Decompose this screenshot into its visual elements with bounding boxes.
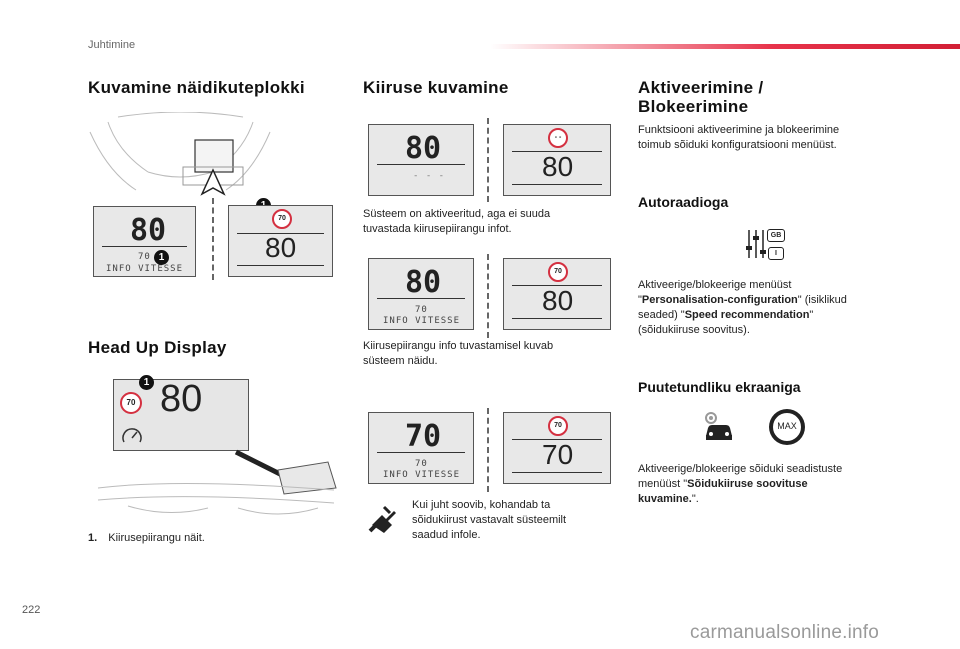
info-label: INFO VITESSE	[383, 470, 461, 480]
limit-value: 70	[415, 305, 428, 315]
page-number: 222	[22, 604, 41, 616]
heading-activation: Aktiveerimine / Blokeerimine	[638, 78, 764, 116]
dashboard-illustration	[89, 112, 271, 191]
max-speed-icon: MAX	[769, 409, 805, 445]
callout-badge: 1	[154, 250, 169, 265]
section-label: Juhtimine	[88, 39, 136, 51]
display-line	[102, 246, 187, 247]
speed-value: 80	[405, 265, 442, 300]
speed-limit-sign: 70	[120, 392, 142, 414]
callout-badge: 1	[139, 375, 154, 390]
windshield-illustration	[97, 449, 337, 515]
footnote-text: Kiirusepiirangu näit.	[108, 532, 205, 544]
display-row1-right: - - 80	[503, 124, 611, 196]
arrow-up-icon	[200, 168, 226, 196]
text-part: " (isiklikud seaded) "	[638, 294, 847, 321]
display-row1-left: 80 - - -	[368, 124, 474, 196]
text-touchscreen-instructions: Aktiveerige/blokeerige sõiduki seadistus…	[638, 462, 870, 507]
menu-name: Personalisation-configuration	[641, 294, 798, 306]
option-name: Speed recommendation	[684, 309, 810, 321]
text-part: Aktiveerige/blokeerige sõiduki seadistus…	[638, 463, 843, 490]
text-radio-instructions: Aktiveerige/blokeerige menüüst "Personal…	[638, 278, 876, 338]
info-label: INFO VITESSE	[106, 264, 184, 274]
dashed-divider	[487, 254, 489, 338]
limit-value: 70	[138, 252, 151, 262]
limit-value: 70	[415, 459, 428, 469]
footnote: 1. Kiirusepiirangu näit.	[88, 531, 205, 546]
display-line	[377, 298, 465, 299]
display-row3-right: 70 70	[503, 412, 611, 484]
menu-name: Sõidukiiruse soovituse kuvamine.	[638, 478, 808, 505]
dashes: - - -	[413, 171, 446, 181]
dashed-divider	[487, 408, 489, 492]
text-limit-detected: Kiirusepiirangu info tuvastamisel kuvab …	[363, 340, 554, 367]
text-driver-adjusts: Kui juht soovib, kohandab ta sõidukiirus…	[412, 499, 567, 541]
speed-value: 80	[265, 232, 297, 263]
display-line	[377, 452, 465, 453]
heading-speed-display: Kiiruse kuvamine	[363, 78, 509, 97]
display-line	[512, 184, 602, 185]
info-label: INFO VITESSE	[383, 316, 461, 326]
display-row2-left: 80 70 INFO VITESSE	[368, 258, 474, 330]
i-label: I	[768, 247, 784, 260]
cluster-display: 80 70 INFO VITESSE	[93, 206, 196, 277]
speed-value: 80	[542, 285, 574, 316]
radio-settings-icon: GB I	[745, 228, 785, 260]
speedometer-icon	[122, 428, 142, 443]
cluster-display-2: 70 80	[228, 205, 333, 277]
sliders-icon	[746, 230, 766, 258]
gb-label: GB	[767, 229, 785, 242]
text-intro: Funktsiooni aktiveerimine ja blokeerimin…	[638, 124, 840, 151]
display-line	[237, 265, 324, 266]
display-line	[512, 151, 602, 152]
heading-touchscreen: Puutetundliku ekraaniga	[638, 379, 801, 395]
display-line	[237, 233, 324, 234]
speed-value: 70	[542, 439, 574, 470]
text-system-active: Süsteem on aktiveeritud, aga ei suuda tu…	[363, 208, 551, 235]
speed-value: 80	[542, 151, 574, 182]
text-part: Aktiveerige/blokeerige menüüst "	[638, 279, 792, 306]
text-part: ".	[691, 493, 699, 505]
speed-value: 80	[160, 378, 203, 420]
speed-limit-sign: 70	[272, 209, 292, 229]
display-line	[377, 164, 465, 165]
car-settings-icon	[705, 412, 732, 440]
speed-limit-sign: 70	[548, 416, 568, 436]
text-part: " (sõidukiiruse soovitus).	[638, 309, 814, 336]
display-line	[512, 285, 602, 286]
speed-value: 70	[405, 419, 442, 454]
footnote-number: 1.	[88, 532, 98, 544]
max-label: MAX	[772, 412, 802, 442]
heading-radio: Autoraadioga	[638, 194, 729, 210]
display-line	[512, 472, 602, 473]
dashed-divider	[212, 198, 214, 280]
header-accent-bar	[490, 44, 960, 49]
speed-limit-sign: 70	[548, 262, 568, 282]
heading-hud: Head Up Display	[88, 338, 227, 357]
watermark: carmanualsonline.info	[690, 622, 880, 643]
display-line	[512, 439, 602, 440]
display-line	[512, 318, 602, 319]
speed-limit-sign: - -	[548, 128, 568, 148]
heading-cluster-display: Kuvamine näidikuteplokki	[88, 78, 305, 97]
speed-value: 80	[130, 213, 167, 248]
display-row2-right: 70 80	[503, 258, 611, 330]
dashed-divider	[487, 118, 489, 202]
speed-value: 80	[405, 131, 442, 166]
hand-adjust-icon	[368, 505, 396, 533]
display-row3-left: 70 70 INFO VITESSE	[368, 412, 474, 484]
hud-display: 70 80	[113, 378, 249, 451]
